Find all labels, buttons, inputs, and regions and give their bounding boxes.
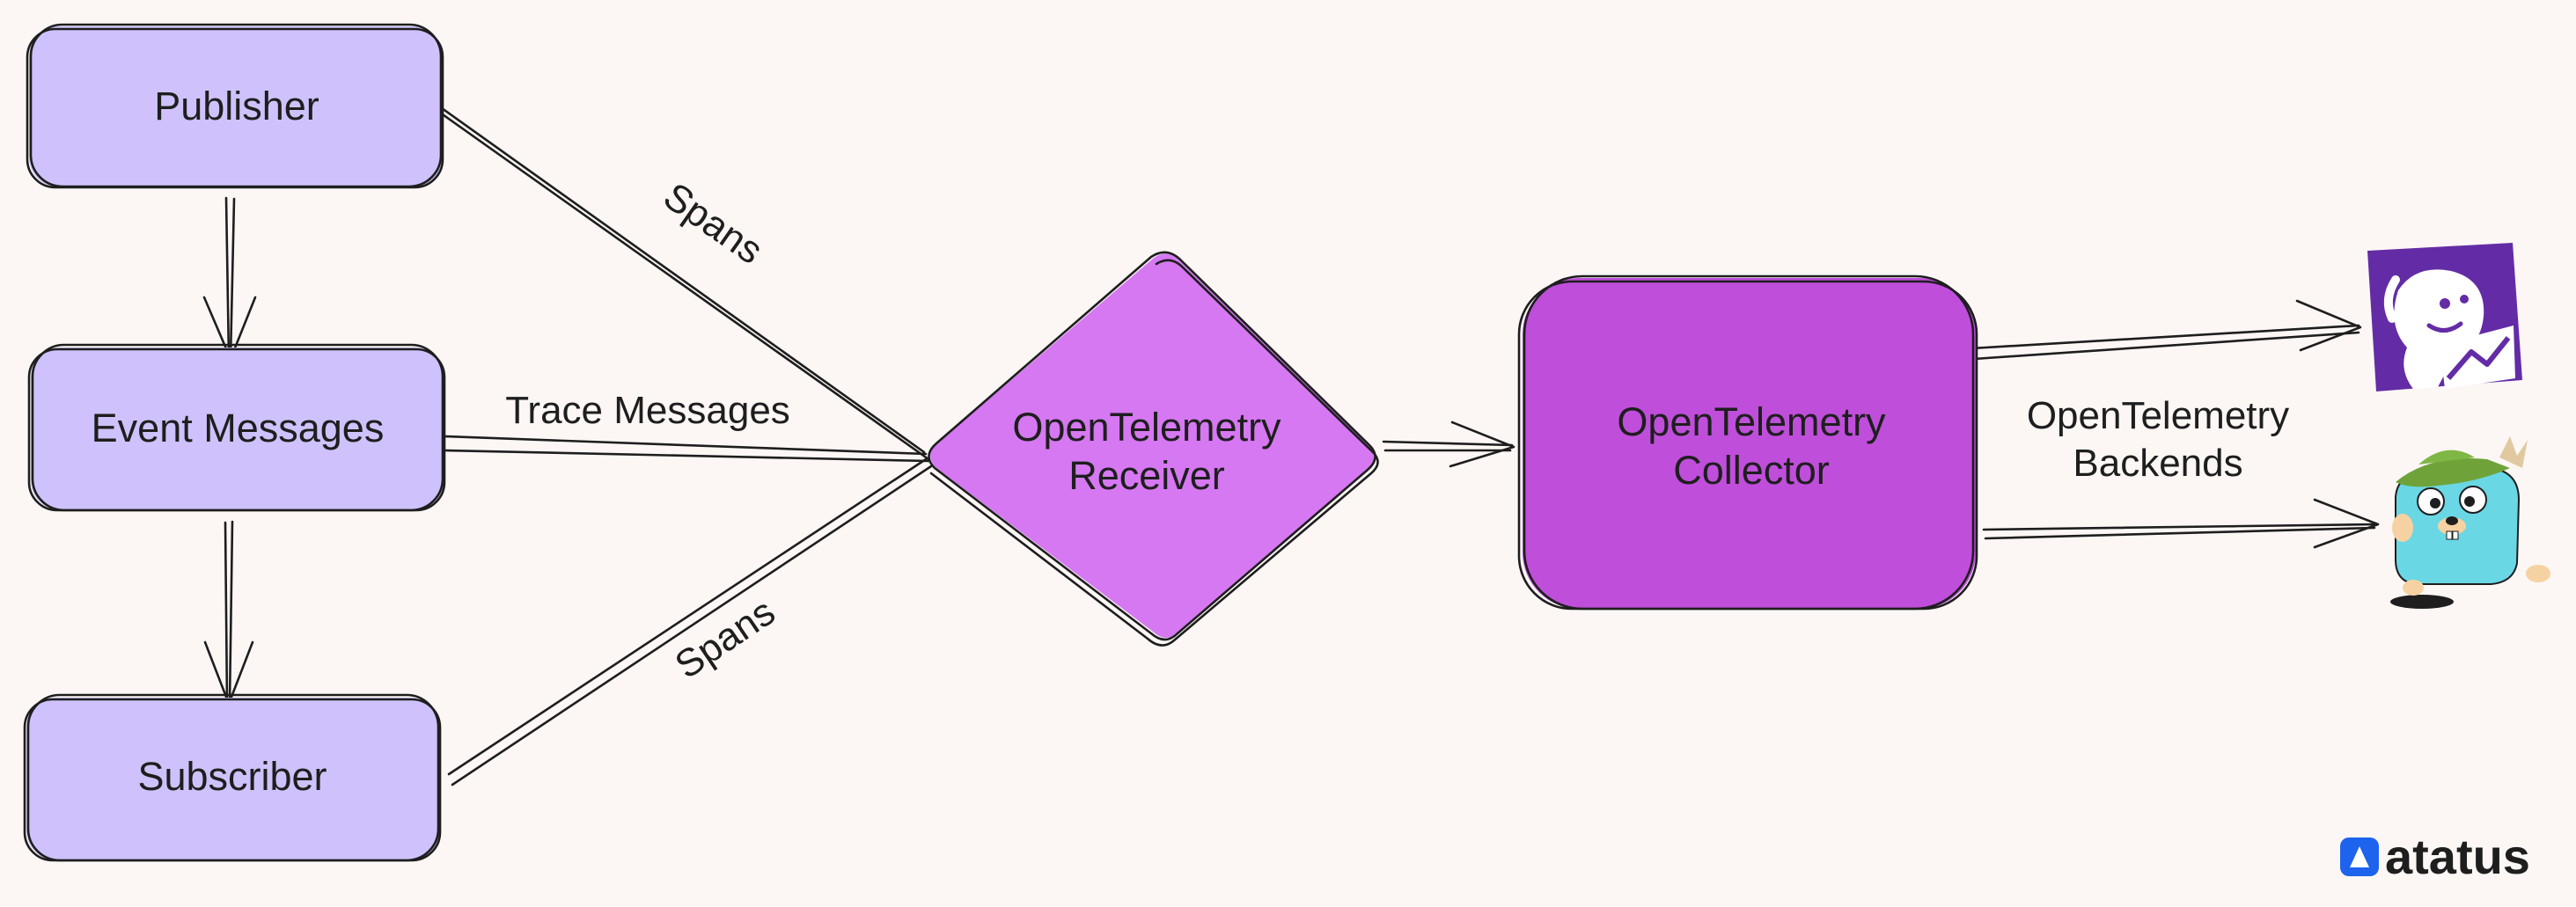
- edge-subscriber-to-receiver: [447, 457, 933, 786]
- edge-publisher-to-receiver: [434, 102, 930, 461]
- publisher-label: Publisher: [154, 84, 319, 128]
- subscriber-label: Subscriber: [137, 754, 327, 799]
- event-messages-label: Event Messages: [92, 406, 385, 450]
- atatus-logo: atatus: [2340, 829, 2530, 884]
- receiver-label-line-2: Receiver: [1068, 453, 1225, 498]
- edge-collector-to-datadog: [1970, 299, 2362, 361]
- node-event-messages: Event Messages: [27, 343, 446, 512]
- collector-label-line-1: OpenTelemetry: [1617, 399, 1886, 444]
- edge-collector-to-gopher: [1982, 498, 2380, 549]
- edge-publisher-to-event-messages: [202, 196, 257, 361]
- edge-event-messages-to-subscriber: [203, 520, 254, 706]
- backends-label-line-1: OpenTelemetry: [2027, 394, 2289, 437]
- edge-label-trace-messages: Trace Messages: [505, 389, 790, 432]
- datadog-dog-icon: [2367, 243, 2522, 391]
- node-publisher: Publisher: [26, 23, 444, 189]
- atatus-logo-icon: [2350, 846, 2369, 867]
- node-subscriber: Subscriber: [23, 693, 442, 862]
- receiver-label-line-1: OpenTelemetry: [1012, 405, 1281, 450]
- edge-receiver-to-collector: [1382, 421, 1516, 468]
- gopher-icon: [2390, 436, 2550, 609]
- node-collector: OpenTelemetry Collector: [1517, 274, 1978, 611]
- edge-event-messages-to-receiver: [443, 435, 930, 463]
- edge-label-spans-top: Spans: [656, 174, 770, 273]
- node-receiver: OpenTelemetry Receiver: [928, 251, 1379, 647]
- backends-label-line-2: Backends: [2073, 442, 2242, 485]
- collector-label-line-2: Collector: [1673, 448, 1830, 493]
- atatus-logo-text: atatus: [2385, 829, 2530, 884]
